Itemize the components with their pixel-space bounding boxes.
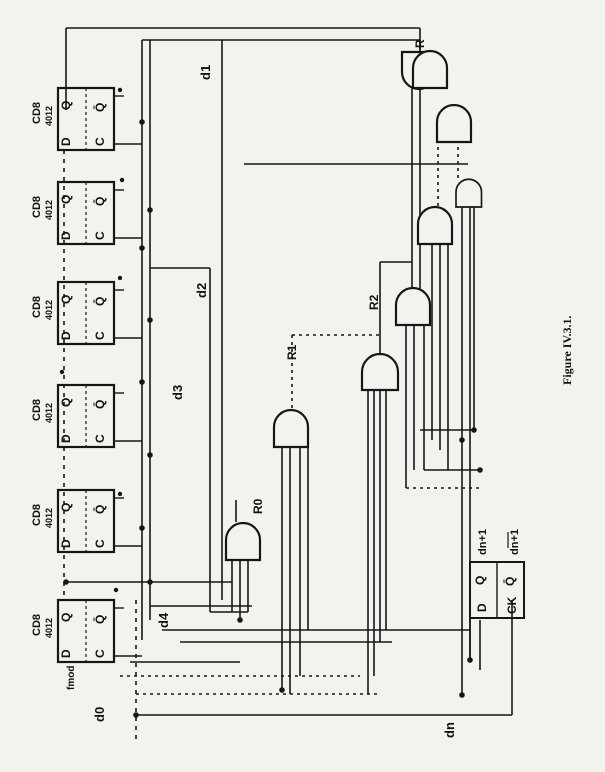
chip-label: CD8 <box>31 296 43 318</box>
pin-c: C <box>93 137 107 146</box>
pin-c: C <box>93 539 107 548</box>
chip-part: 4012 <box>44 618 54 638</box>
pin-c: C <box>93 331 107 340</box>
chip-part: 4012 <box>44 403 54 423</box>
pin-qbar: Q̄ <box>93 615 107 624</box>
pin-q: Q <box>59 195 73 204</box>
junction-dots <box>59 87 483 718</box>
chip-part: 4012 <box>44 200 54 220</box>
out-pin-q: Q <box>473 576 487 585</box>
gate-r2 <box>394 286 432 327</box>
gate-r1 <box>272 408 310 449</box>
pin-d: D <box>59 231 73 240</box>
signal-d2: d2 <box>194 283 209 298</box>
pin-qbar: Q̄ <box>93 103 107 112</box>
out-pin-d: D <box>475 603 489 612</box>
pin-c: C <box>93 231 107 240</box>
gate-label-r: R <box>413 39 427 48</box>
pin-c: C <box>93 434 107 443</box>
pin-qbar: Q̄ <box>93 400 107 409</box>
chip-part: 4012 <box>44 106 54 126</box>
gate-r-top <box>411 49 449 90</box>
pin-q: Q <box>59 398 73 407</box>
chip-part: 4012 <box>44 508 54 528</box>
pin-d: D <box>59 539 73 548</box>
signal-d3: d3 <box>170 385 185 400</box>
chip-label: CD8 <box>31 399 43 421</box>
pin-d: D <box>59 331 73 340</box>
pin-qbar: Q̄ <box>93 505 107 514</box>
gate-label-r1: R1 <box>285 344 299 360</box>
pin-qbar: Q̄ <box>93 197 107 206</box>
out-label-qbar: dn+1 <box>509 529 521 555</box>
gate-2 <box>435 103 473 144</box>
chip-label: CD8 <box>31 196 43 218</box>
signal-fmod: fmod <box>66 666 77 690</box>
pin-q: Q <box>59 295 73 304</box>
gate-r0 <box>224 521 262 562</box>
pin-q: Q <box>59 101 73 110</box>
signal-d4: d4 <box>156 612 171 628</box>
gate-label-r0: R0 <box>251 498 265 514</box>
pin-d: D <box>59 649 73 658</box>
signal-d0: d0 <box>92 707 107 722</box>
figure-caption: Figure IV.3.1. <box>560 315 574 385</box>
pin-d: D <box>59 137 73 146</box>
signal-dn: dn <box>442 722 457 738</box>
gate-label-r2: R2 <box>367 294 381 310</box>
chip-label: CD8 <box>31 614 43 636</box>
output-flipflop <box>469 561 525 619</box>
pin-d: D <box>59 434 73 443</box>
signal-d1: d1 <box>198 65 213 80</box>
out-label-q: dn+1 <box>477 529 489 555</box>
gate-3 <box>455 178 483 208</box>
pin-c: C <box>93 649 107 658</box>
gate-4 <box>416 205 454 246</box>
pin-q: Q <box>59 503 73 512</box>
out-pin-qbar: Q̄ <box>503 577 517 586</box>
chip-label: CD8 <box>31 504 43 526</box>
chip-part: 4012 <box>44 300 54 320</box>
gate-r2-wide <box>360 352 400 392</box>
chip-label: CD8 <box>31 102 43 124</box>
out-pin-ck: CK <box>505 596 519 614</box>
pin-qbar: Q̄ <box>93 297 107 306</box>
pin-q: Q <box>59 613 73 622</box>
